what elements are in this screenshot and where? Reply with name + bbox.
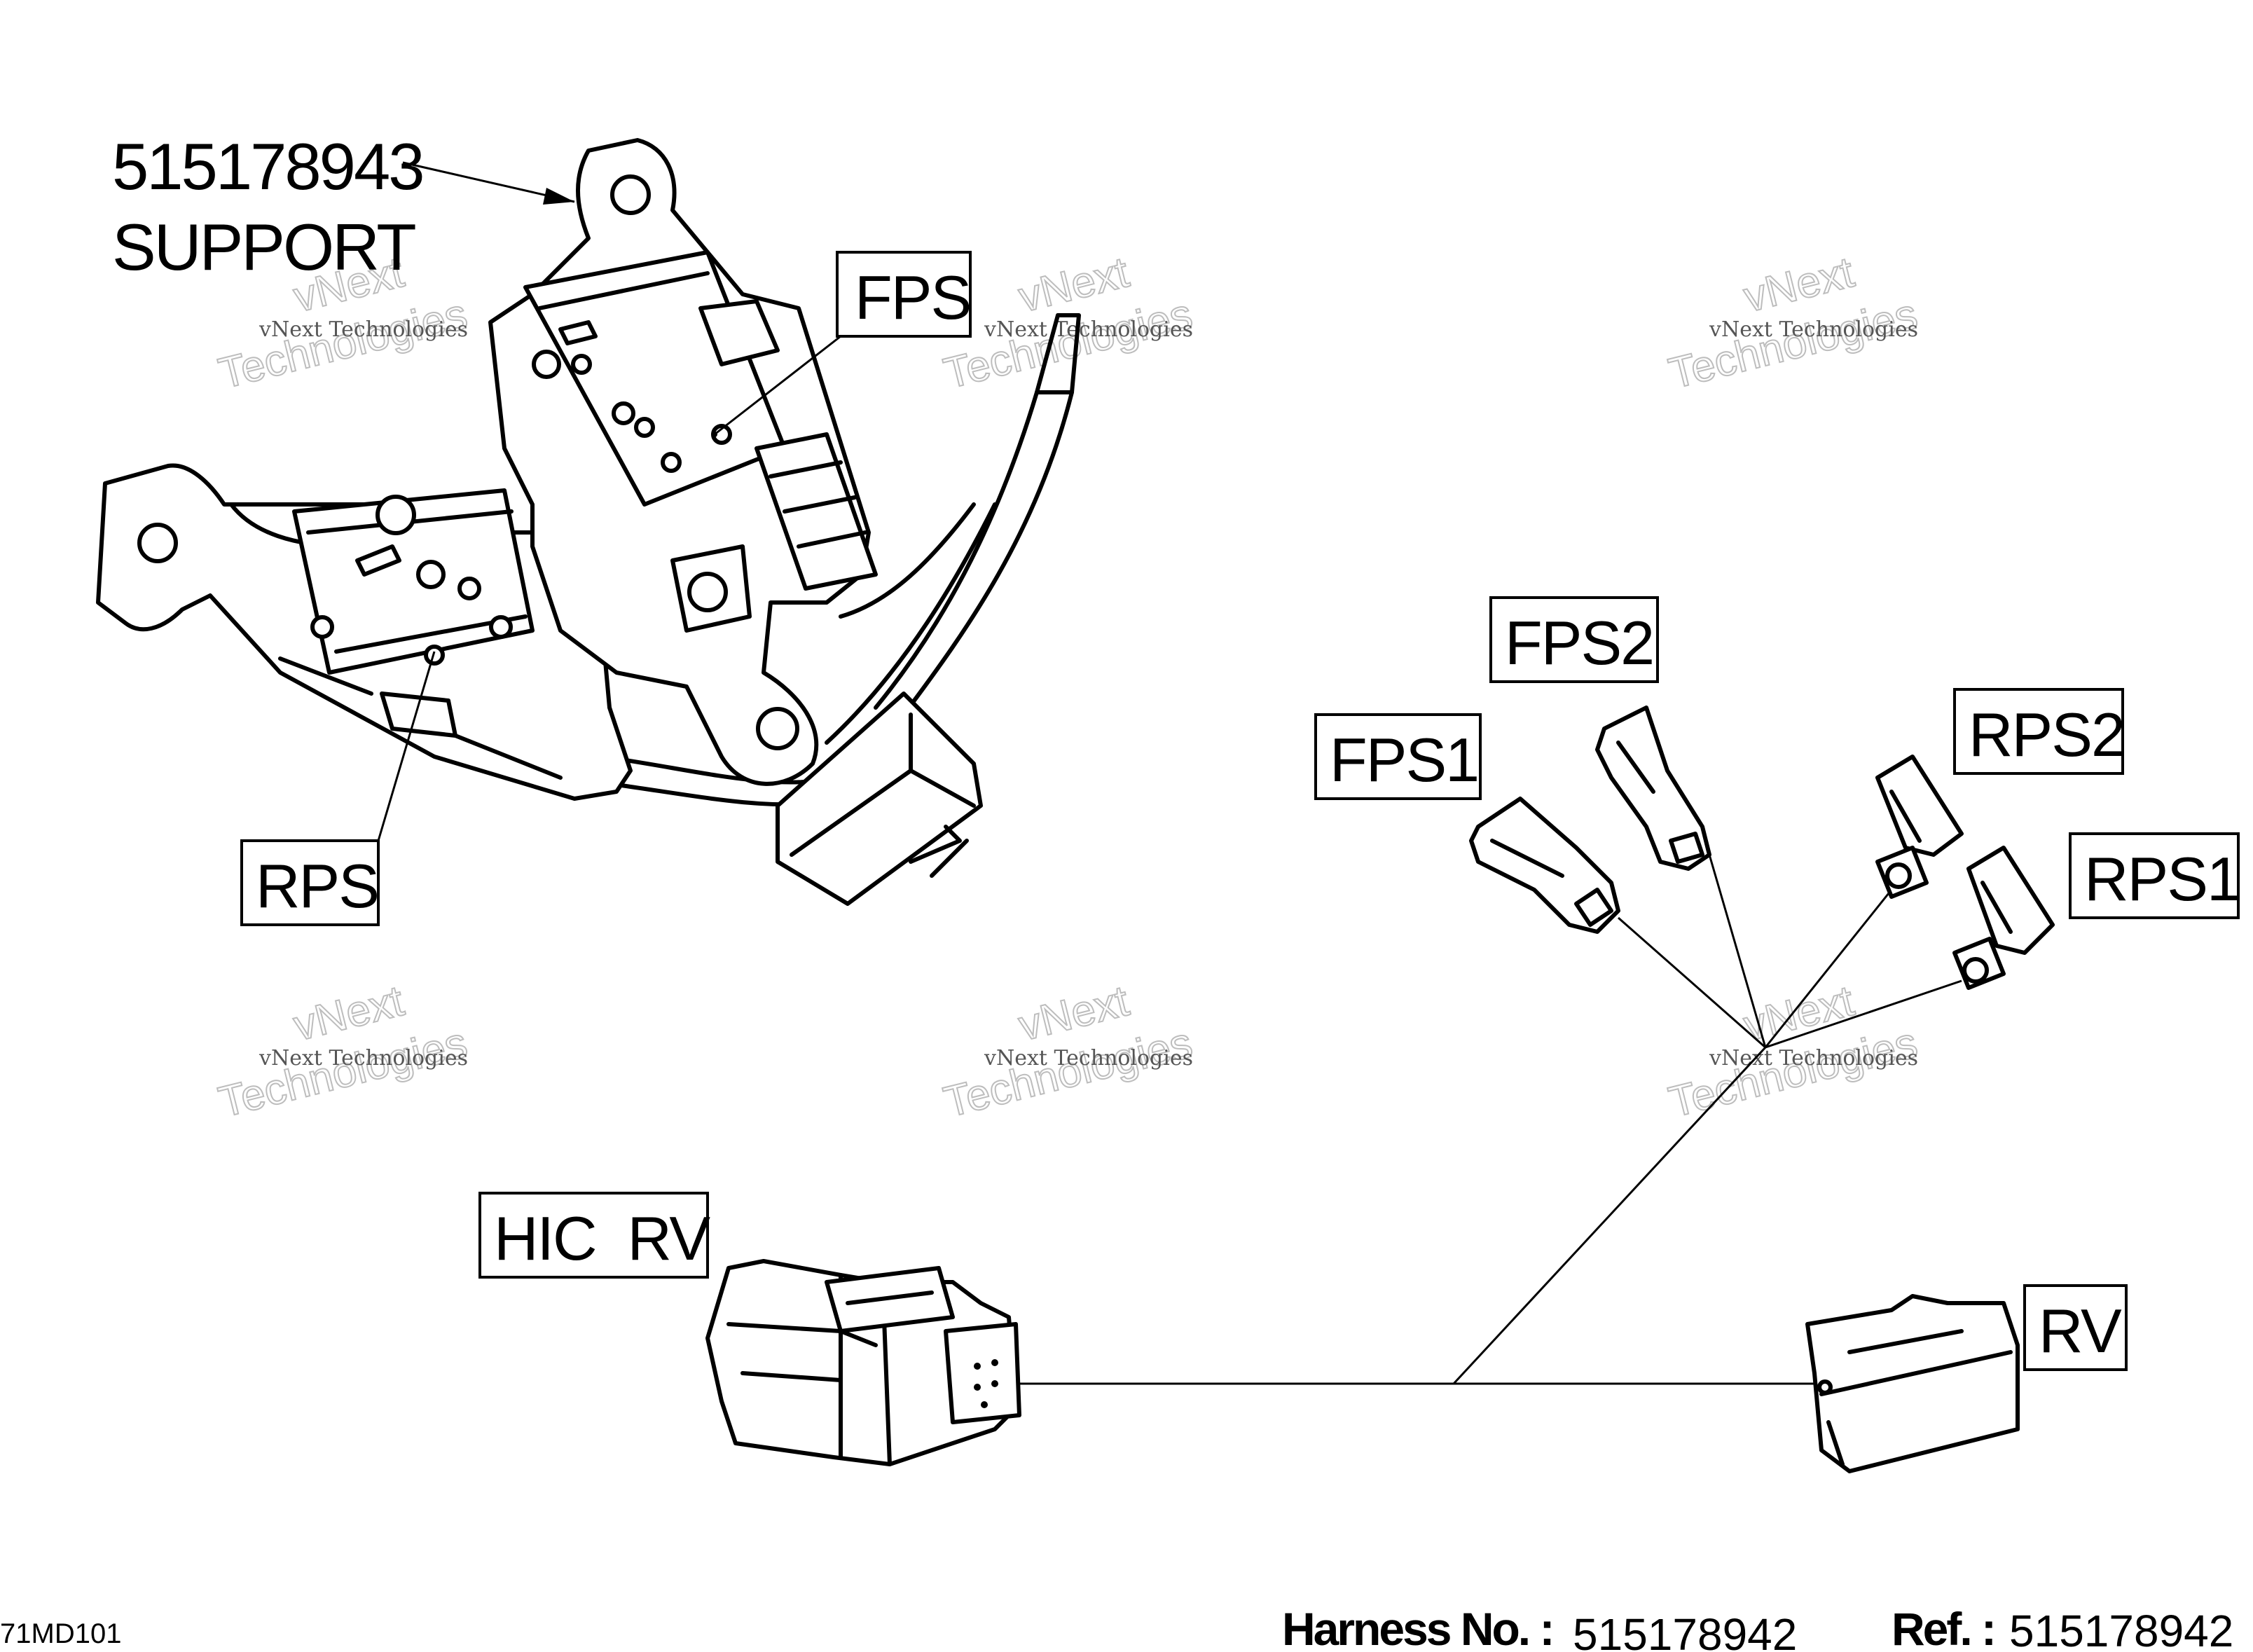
watermark-4: vNext Technologies vNext Technologies (214, 976, 473, 1127)
branch-wire (1452, 1046, 1767, 1385)
ref-number: 515178942 (2009, 1606, 2233, 1652)
label-rv: RV (2023, 1284, 2128, 1371)
svg-text:RV: RV (2039, 1296, 2122, 1365)
watermark-text: vNext Technologies (259, 1046, 468, 1071)
svg-text:HIC RV: HIC RV (494, 1204, 710, 1273)
svg-text:RPS2: RPS2 (1969, 700, 2124, 769)
label-fps2: FPS2 (1489, 596, 1659, 683)
watermark-text: vNext Technologies (984, 1046, 1193, 1071)
watermark-text: vNext Technologies (1709, 317, 1918, 342)
support-part-number: 515178943 (112, 130, 423, 203)
harness-label: Harness No. : (1282, 1603, 1552, 1652)
leader-fps (714, 335, 841, 436)
harness-number: 515178942 (1573, 1609, 1797, 1652)
svg-text:RPS: RPS (256, 851, 378, 921)
watermark-text: vNext Technologies (984, 317, 1193, 342)
fps1-terminal (1469, 797, 1620, 934)
svg-text:FPS: FPS (855, 263, 970, 332)
svg-text:FPS2: FPS2 (1505, 608, 1653, 677)
support-part-name: SUPPORT (112, 210, 415, 284)
ref-label: Ref. : (1892, 1603, 1994, 1652)
watermark-3: vNext Technologies vNext Technologies (1664, 247, 1923, 399)
wire-harness (705, 705, 2055, 1473)
label-fps: FPS (836, 251, 972, 338)
watermark-6: vNext Technologies vNext Technologies (1664, 976, 1923, 1127)
rv-connector (1805, 1294, 2020, 1473)
wire-bundle (874, 390, 1039, 710)
label-rps: RPS (240, 839, 380, 926)
watermark-2: vNext Technologies vNext Technologies (939, 247, 1198, 399)
label-rps1: RPS1 (2069, 832, 2241, 919)
fps2-terminal (1595, 705, 1711, 871)
rps2-terminal (1875, 755, 1964, 899)
diagram-code: 71MD101 (0, 1618, 121, 1649)
rps1-terminal (1952, 846, 2055, 990)
label-rps2: RPS2 (1953, 688, 2125, 775)
svg-text:FPS1: FPS1 (1330, 725, 1478, 794)
watermark-text: vNext Technologies (1709, 1046, 1918, 1071)
switch-harness-connector (776, 691, 983, 906)
watermark-text: vNext Technologies (259, 317, 468, 342)
leader-rps (377, 651, 436, 841)
label-fps1: FPS1 (1314, 713, 1482, 800)
svg-text:RPS1: RPS1 (2084, 844, 2240, 914)
hic-rv-connector (705, 1259, 1021, 1466)
watermark-5: vNext Technologies vNext Technologies (939, 976, 1198, 1127)
label-hic-rv: HIC RV (478, 1192, 712, 1279)
support-bracket-assembly (96, 138, 1081, 906)
